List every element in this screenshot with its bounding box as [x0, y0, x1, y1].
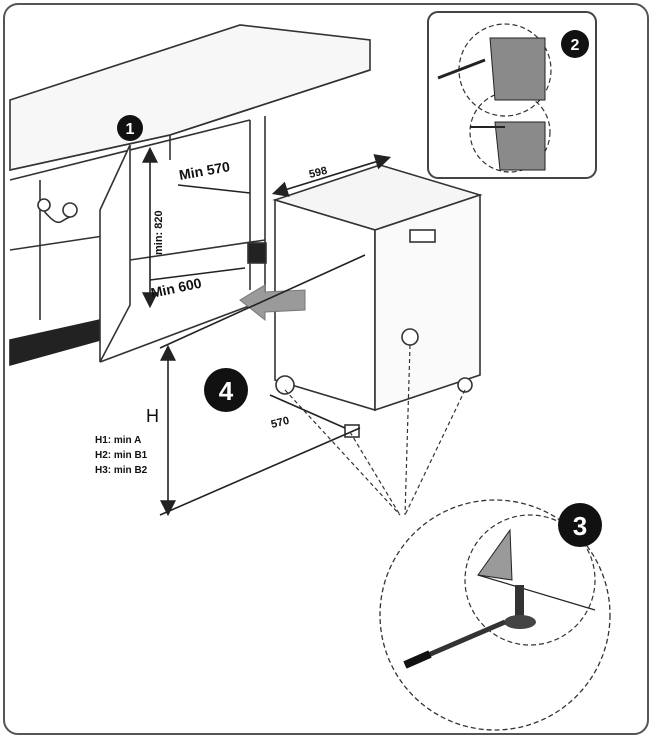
zoom-leader-lines — [284, 344, 466, 516]
height-note-3: H3: min B2 — [95, 465, 148, 476]
step-4-number: 4 — [219, 376, 234, 406]
push-arrow-icon — [239, 284, 306, 322]
zoom-panel-2: 2 — [427, 11, 597, 179]
kitchen-cabinets — [9, 24, 371, 367]
step-2-number: 2 — [571, 37, 580, 54]
height-note-2: H2: min B1 — [95, 450, 148, 461]
step-3-number: 3 — [573, 511, 587, 541]
depth-570-label: 570 — [270, 415, 291, 431]
height-H-label: H — [146, 406, 159, 426]
zoom-panel-3: 3 — [379, 499, 611, 731]
step-1-badge — [117, 115, 143, 141]
dimension-lines — [142, 146, 392, 517]
height-note-1: H1: min A — [95, 435, 141, 446]
width-598-label: 598 — [308, 165, 329, 181]
min-820-label: min: 820 — [153, 210, 165, 255]
step-4-badge — [204, 368, 248, 412]
dishwasher — [272, 164, 483, 438]
step-1-number: 1 — [126, 121, 135, 138]
